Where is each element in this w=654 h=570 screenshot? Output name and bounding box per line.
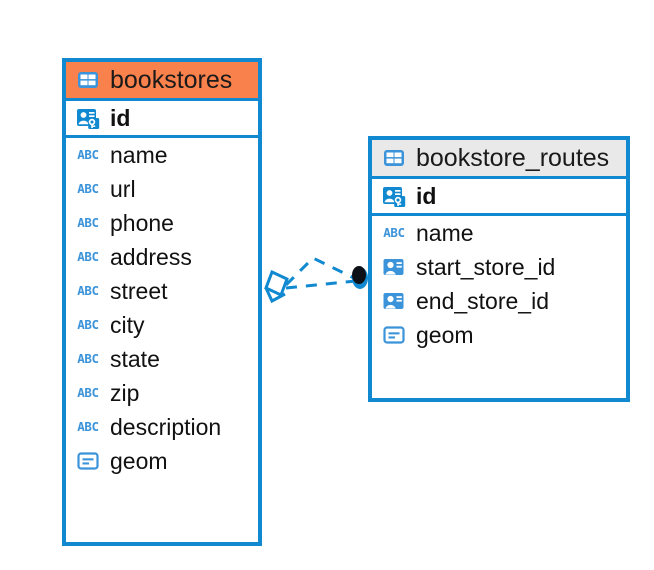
field-row-geom[interactable]: geom [372,318,626,352]
field-row-name[interactable]: ABC name [372,216,626,250]
field-row-id[interactable]: id [66,101,258,135]
field-row-street[interactable]: ABC street [66,274,258,308]
entity-header-bookstore-routes[interactable]: bookstore_routes [372,140,626,177]
text-type-icon: ABC [77,147,99,162]
field-label-name: name [416,219,474,246]
field-label-zip: zip [110,379,140,406]
field-label-address: address [110,243,192,270]
text-type-icon: ABC [77,351,99,366]
geometry-type-icon [381,323,407,347]
field-label-street: street [110,277,168,304]
field-row-description[interactable]: ABC description [66,410,258,444]
primary-key-section-bookstores: id [66,98,258,139]
field-row-name[interactable]: ABC name [66,138,258,172]
text-type-icon: ABC [77,215,99,230]
entity-title-bookstores: bookstores [110,66,233,94]
foreign-key-icon [381,255,407,279]
primary-key-icon [75,106,101,130]
text-type-icon: ABC [77,419,99,434]
field-label-url: url [110,175,136,202]
field-row-state[interactable]: ABC state [66,342,258,376]
field-label-description: description [110,413,222,440]
table-icon [75,68,101,92]
field-label-geom: geom [416,321,474,348]
text-type-icon: ABC [77,249,99,264]
table-icon [381,146,407,170]
foreign-key-icon [381,289,407,313]
text-type-icon: ABC [77,317,99,332]
field-row-zip[interactable]: ABC zip [66,376,258,410]
field-label-end-store-id: end_store_id [416,287,549,314]
target-dot-marker [352,266,368,289]
entity-table-bookstore-routes[interactable]: bookstore_routes [368,136,630,402]
field-label-name: name [110,141,168,168]
field-row-address[interactable]: ABC address [66,240,258,274]
field-label-state: state [110,345,160,372]
field-list-bookstores: ABC name ABC url ABC phone ABC address A… [66,138,258,478]
source-diamond-marker [264,269,289,304]
field-label-id: id [110,104,131,131]
field-list-bookstore-routes: ABC name start_store_id [372,216,626,352]
field-row-city[interactable]: ABC city [66,308,258,342]
field-label-start-store-id: start_store_id [416,253,556,280]
entity-header-bookstores[interactable]: bookstores [66,62,258,99]
primary-key-section-bookstore-routes: id [372,176,626,217]
text-type-icon: ABC [383,225,405,240]
relationship-line-upper [284,256,357,287]
field-row-start-store-id[interactable]: start_store_id [372,250,626,284]
text-type-icon: ABC [77,385,99,400]
field-row-phone[interactable]: ABC phone [66,206,258,240]
field-row-end-store-id[interactable]: end_store_id [372,284,626,318]
entity-table-bookstores[interactable]: bookstores id [62,58,262,546]
field-label-geom: geom [110,447,168,474]
primary-key-icon [381,184,407,208]
field-row-url[interactable]: ABC url [66,172,258,206]
field-row-id[interactable]: id [372,179,626,213]
relationship-line-lower [285,279,357,290]
entity-title-bookstore-routes: bookstore_routes [416,144,610,172]
field-label-city: city [110,311,145,338]
field-label-id: id [416,182,437,209]
text-type-icon: ABC [77,181,99,196]
text-type-icon: ABC [77,283,99,298]
field-row-geom[interactable]: geom [66,444,258,478]
geometry-type-icon [75,449,101,473]
field-label-phone: phone [110,209,174,236]
